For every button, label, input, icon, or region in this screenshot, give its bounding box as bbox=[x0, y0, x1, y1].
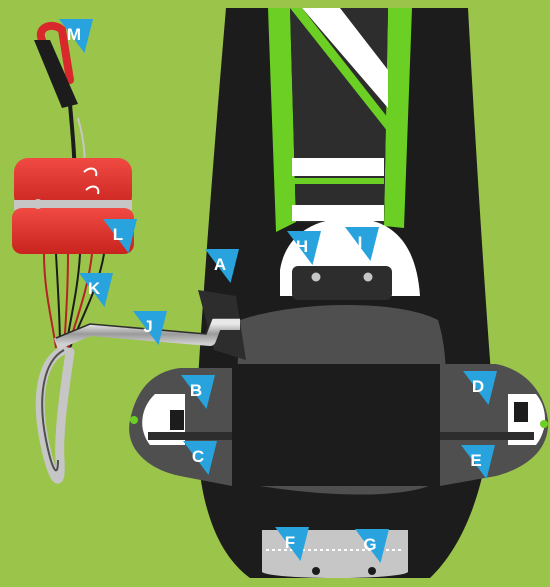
callout-label: I bbox=[358, 233, 363, 252]
container-pin bbox=[33, 199, 43, 209]
seat-panel bbox=[230, 364, 442, 486]
collar-grommet-left bbox=[312, 273, 321, 282]
right-leg-band bbox=[440, 432, 534, 440]
collar-grommet-right bbox=[364, 273, 373, 282]
callout-label: C bbox=[192, 447, 204, 466]
callout-label: H bbox=[296, 237, 308, 256]
collar-plate bbox=[292, 266, 392, 300]
callout-label: B bbox=[190, 381, 202, 400]
callout-label: G bbox=[363, 535, 376, 554]
callout-label: M bbox=[67, 25, 81, 44]
callout-label: L bbox=[113, 225, 123, 244]
left-leg-band bbox=[148, 432, 232, 440]
callout-label: D bbox=[472, 377, 484, 396]
bottom-grommet-right bbox=[368, 567, 376, 575]
bottom-grommet-left bbox=[312, 567, 320, 575]
callout-label: F bbox=[285, 533, 295, 552]
callout-label: J bbox=[143, 317, 152, 336]
left-leg-grommet bbox=[130, 416, 138, 424]
chest-stripe-1-green bbox=[292, 178, 384, 184]
chest-stripe-2 bbox=[292, 205, 384, 221]
right-leg-grommet bbox=[540, 420, 548, 428]
callout-label: A bbox=[214, 255, 226, 274]
right-leg-buckle bbox=[514, 402, 528, 422]
chest-stripe-1 bbox=[292, 158, 384, 176]
callout-label: E bbox=[470, 451, 481, 470]
left-leg-buckle bbox=[170, 410, 184, 430]
callout-label: K bbox=[88, 279, 101, 298]
